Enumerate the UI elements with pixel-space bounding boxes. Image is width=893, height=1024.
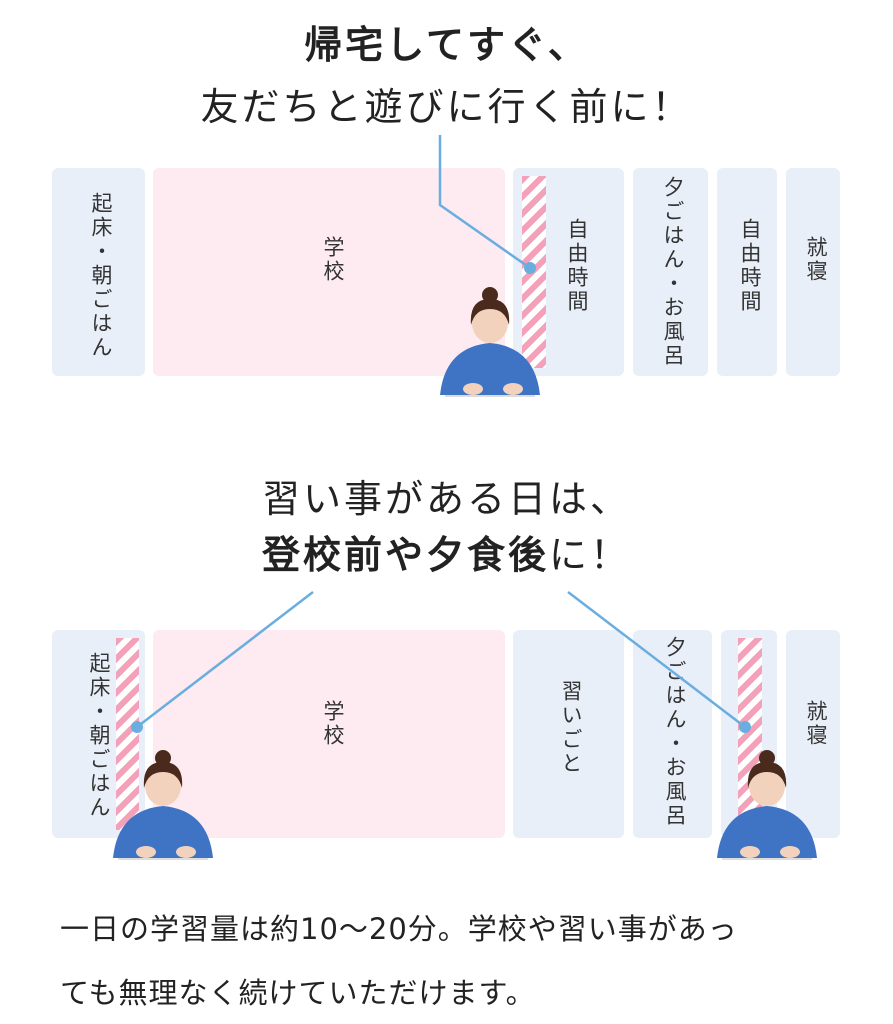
block-school xyxy=(153,168,505,376)
block-dinner-bath xyxy=(633,630,712,838)
study-time-stripe xyxy=(116,638,139,830)
studying-girl-icon xyxy=(440,287,540,397)
label-free-time: 自由時間 xyxy=(565,218,589,314)
section2-title-bold: 登校前や夕食後 xyxy=(261,533,549,577)
footer-text-line1: 一日の学習量は約10〜20分。学校や習い事があっ xyxy=(60,912,738,946)
pointer-dot xyxy=(131,721,143,733)
block-free-time-2 xyxy=(717,168,777,376)
label-school: 学校 xyxy=(321,700,345,748)
section2-title-suffix: に！ xyxy=(549,533,632,577)
label-sleep: 就寝 xyxy=(804,236,828,284)
section1-title: 友だちと遊びに行く前に！ xyxy=(200,85,693,129)
block-school xyxy=(153,630,505,838)
studying-girl-icon xyxy=(113,750,213,860)
label-dinner-bath: 夕ごはん・お風呂 xyxy=(661,176,685,368)
section2-title-2: 登校前や夕食後に！ xyxy=(0,524,893,579)
block-dinner-bath xyxy=(633,168,708,376)
pointer-line xyxy=(136,591,314,728)
label-school: 学校 xyxy=(321,236,345,284)
footer-text-line2: ても無理なく続けていただけます。 xyxy=(60,976,536,1010)
label-free-time-2: 自由時間 xyxy=(738,218,762,314)
label-lessons: 習いごと xyxy=(559,680,583,776)
section2-title: 習い事がある日は、 xyxy=(261,477,631,521)
pointer-line xyxy=(567,591,746,728)
pointer-dot xyxy=(739,721,751,733)
label-wakeup: 起床・朝ごはん xyxy=(87,652,111,820)
label-wakeup: 起床・朝ごはん xyxy=(89,192,113,360)
label-sleep: 就寝 xyxy=(804,700,828,748)
block-sleep xyxy=(786,630,840,838)
block-wakeup xyxy=(52,168,145,376)
block-lessons xyxy=(513,630,624,838)
section1-title-bold: 帰宅してすぐ、 xyxy=(304,23,589,67)
block-sleep xyxy=(786,168,840,376)
pointer-line xyxy=(438,135,531,270)
pointer-dot xyxy=(524,262,536,274)
studying-girl-icon xyxy=(717,750,817,860)
